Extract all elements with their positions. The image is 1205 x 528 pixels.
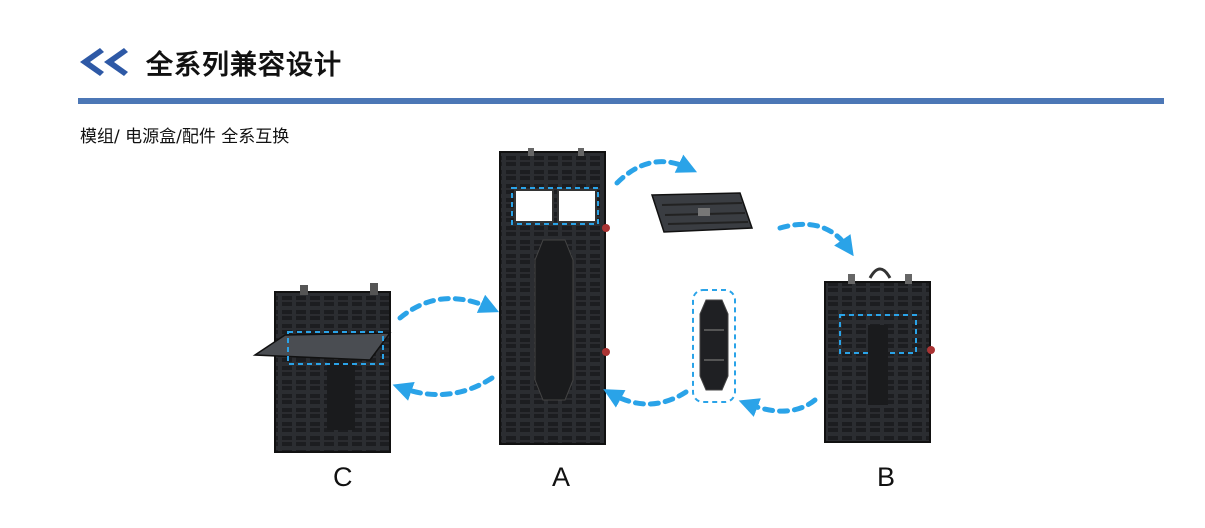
page-title: 全系列兼容设计 — [146, 49, 342, 81]
arrow-c-to-a — [397, 294, 500, 321]
power-box — [692, 289, 736, 403]
arrow-a-to-module — [614, 154, 698, 186]
arrow-b-to-powerbox — [738, 397, 818, 417]
arrow-a-to-c — [392, 375, 495, 401]
led-module — [650, 192, 754, 233]
header-divider — [78, 98, 1164, 104]
section-header: 全系列兼容设计 — [78, 42, 342, 82]
cabinet-a-label: A — [552, 462, 571, 492]
arrow-module-to-b — [777, 221, 854, 257]
cabinet-b — [824, 267, 935, 443]
cabinet-c — [252, 283, 392, 453]
arrow-powerbox-to-a — [603, 389, 689, 408]
subtitle: 模组/ 电源盒/配件 全系互换 — [80, 127, 290, 147]
double-chevron-left-icon — [80, 48, 128, 76]
cabinet-c-label: C — [333, 462, 353, 492]
cabinet-b-label: B — [877, 462, 896, 492]
cabinet-a — [499, 148, 610, 445]
